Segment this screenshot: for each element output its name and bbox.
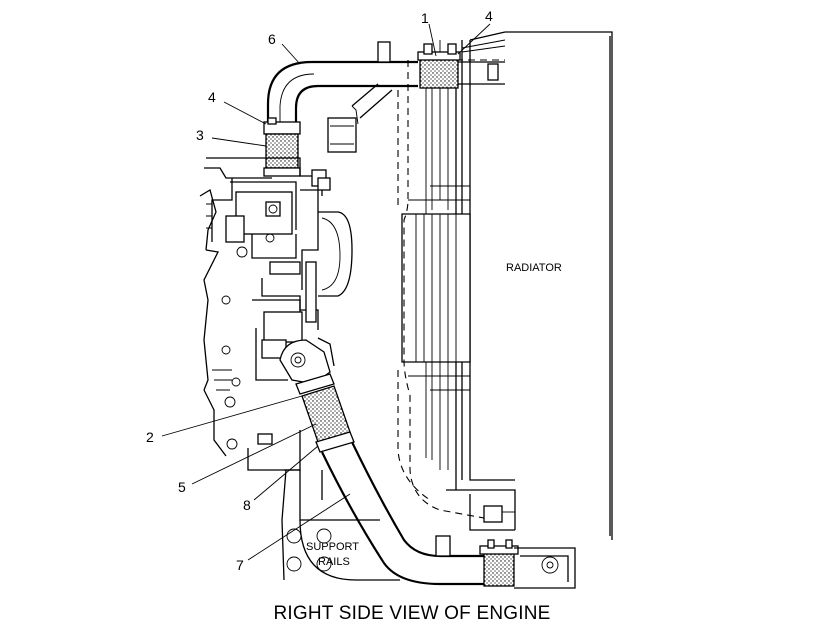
callout-2: 2 — [146, 429, 154, 445]
callout-3: 3 — [196, 127, 204, 143]
engine-block — [199, 157, 353, 471]
callout-5: 5 — [178, 479, 186, 495]
radiator: RADIATOR — [401, 31, 613, 540]
callout-6: 6 — [268, 31, 276, 47]
lower-hose-clamp-2 — [295, 373, 335, 395]
callout-8: 8 — [243, 497, 251, 513]
radiator-outlet-connector — [435, 535, 576, 589]
callout-4-left: 4 — [208, 89, 216, 105]
callout-7: 7 — [236, 557, 244, 573]
radiator-label: RADIATOR — [506, 262, 562, 274]
lower-hose-7 — [321, 441, 486, 586]
diagram-caption: RIGHT SIDE VIEW OF ENGINE — [273, 603, 550, 624]
callout-4-top: 4 — [485, 8, 493, 24]
upper-hose-6 — [266, 60, 418, 124]
callout-leaders — [161, 23, 491, 561]
lower-hose-clamp-8 — [315, 431, 355, 453]
support-rails-label-line1: SUPPORT — [306, 541, 359, 553]
support-rails: SUPPORT RAILS — [281, 469, 400, 581]
upper-hose-sleeve-3 — [263, 133, 301, 177]
support-rails-label-line2: RAILS — [318, 556, 350, 568]
upper-hose-clamp-4 — [263, 117, 301, 135]
upper-bracket — [327, 83, 393, 153]
callout-1: 1 — [421, 10, 429, 26]
radiator-inlet-connector-1 — [377, 39, 506, 89]
radiator-lower-frame — [446, 489, 516, 531]
